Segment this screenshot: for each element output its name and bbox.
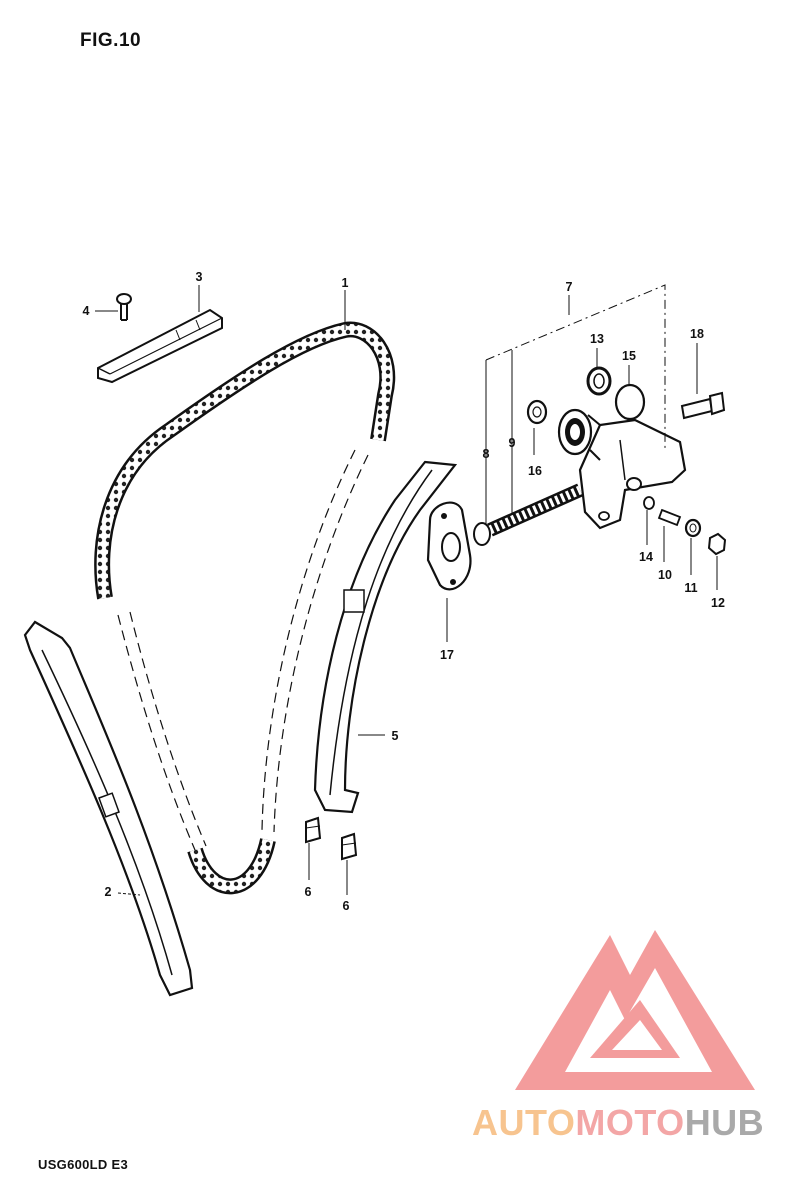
bolt-part-18 — [680, 391, 726, 420]
callout-12: 12 — [711, 596, 725, 610]
watermark-wordmark: AUTOMOTOHUB — [472, 1102, 765, 1143]
callout-1: 1 — [342, 276, 349, 290]
o-ring-part-15 — [614, 383, 646, 421]
callout-13: 13 — [590, 332, 604, 346]
guide-pin-part-6a — [305, 816, 322, 844]
callout-3: 3 — [196, 270, 203, 284]
callout-11: 11 — [684, 581, 697, 595]
callout-6b: 6 — [343, 899, 350, 913]
gasket-part-17 — [426, 501, 472, 591]
callout-8: 8 — [483, 447, 490, 461]
nut-part-12 — [707, 532, 727, 556]
cam-chain-part-1 — [94, 321, 396, 895]
guide-pin-part-6b — [341, 832, 358, 861]
upper-chain-guide-part-3 — [97, 308, 223, 384]
leader-lines — [95, 284, 718, 896]
cap-part-16 — [526, 399, 548, 425]
callout-9: 9 — [509, 436, 516, 450]
spacer-part-10 — [657, 508, 682, 527]
callout-10: 10 — [658, 568, 672, 582]
callout-17: 17 — [440, 648, 454, 662]
callout-15: 15 — [622, 349, 636, 363]
washer-part-14 — [643, 496, 655, 510]
callout-16: 16 — [528, 464, 542, 478]
callout-14: 14 — [639, 550, 653, 564]
tensioner-guide-part-5 — [313, 460, 458, 814]
callout-6a: 6 — [305, 885, 312, 899]
washer-part-11 — [684, 518, 702, 538]
figure-title: FIG.10 — [80, 30, 142, 51]
oil-seal-part-13 — [586, 366, 612, 396]
screw-part-4 — [116, 293, 132, 321]
watermark-logo-icon — [515, 930, 755, 1090]
callout-5: 5 — [392, 729, 399, 743]
tensioner-assembly-part-7 — [557, 408, 687, 530]
tensioner-spring-part-9 — [487, 483, 583, 537]
callout-2: 2 — [105, 885, 112, 899]
callout-7: 7 — [566, 280, 573, 294]
rear-chain-guide-part-2 — [23, 620, 194, 997]
diagram-code: USG600LD E3 — [38, 1157, 129, 1172]
callout-4: 4 — [83, 304, 90, 318]
callout-18: 18 — [690, 327, 704, 341]
callout-labels: 1 2 3 4 5 6 6 7 8 9 10 11 12 13 14 15 16… — [83, 270, 725, 913]
push-rod-part-8 — [473, 522, 491, 546]
